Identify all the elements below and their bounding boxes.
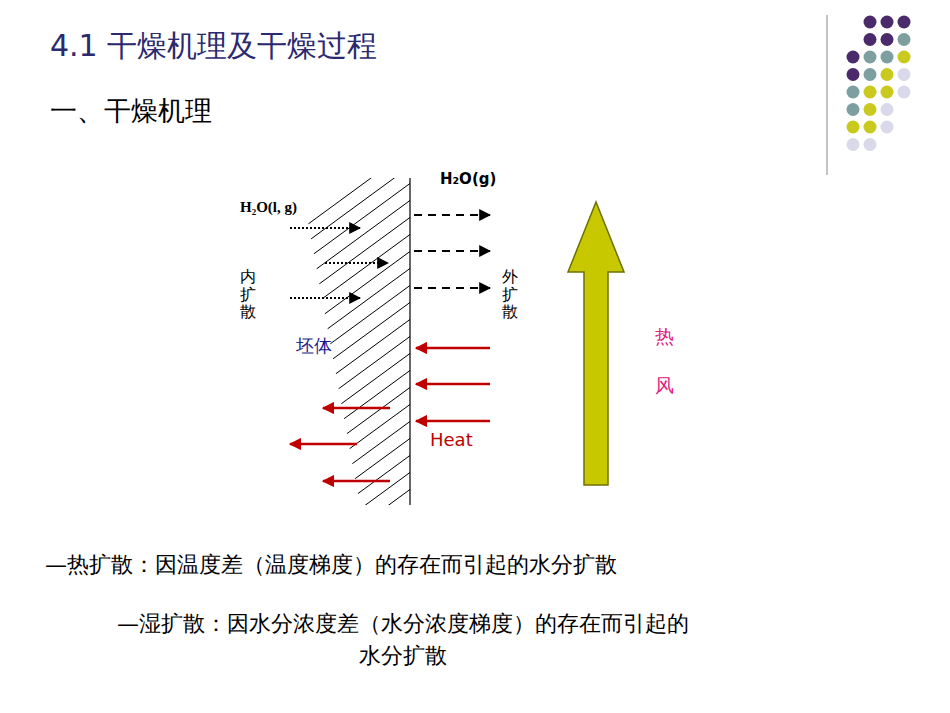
hatch-stroke — [300, 471, 412, 553]
decor-dot — [864, 103, 877, 116]
decor-dot — [864, 51, 877, 64]
liquid-gas-water: H₂O(l, g) — [240, 198, 297, 216]
decor-dot — [881, 51, 894, 64]
decor-dot — [898, 33, 911, 46]
hatch-stroke — [300, 250, 412, 332]
water-vapour: H₂O(g) — [440, 170, 496, 188]
decor-dot — [881, 33, 894, 46]
moisture-diffusion-note: —湿扩散：因水分浓度差（水分浓度梯度）的存在而引起的水分扩散 — [108, 608, 698, 672]
decor-dot — [898, 86, 911, 99]
internal-diffusion-arrows — [290, 228, 388, 298]
heat-arrows — [290, 348, 490, 481]
decor-dot — [898, 68, 911, 81]
decor-dot — [864, 121, 877, 134]
hatch-stroke — [300, 148, 412, 230]
decor-dot — [898, 16, 911, 29]
divider-line — [827, 15, 828, 175]
hatch-stroke — [300, 199, 412, 281]
decor-dot — [864, 16, 877, 29]
wall-surface — [409, 178, 410, 505]
hot-air: 热风 — [655, 312, 674, 411]
thermal-diffusion-note: —热扩散：因温度差（温度梯度）的存在而引起的水分扩散 — [45, 552, 617, 578]
hatch-stroke — [300, 386, 412, 468]
external-diffusion: 外扩散 — [502, 268, 518, 321]
internal-diffusion: 内扩散 — [240, 268, 256, 321]
decor-dot — [881, 68, 894, 81]
decor-dot — [881, 16, 894, 29]
decor-dot — [864, 138, 877, 151]
external-diffusion-arrows — [414, 215, 490, 288]
wall-hatching — [300, 148, 412, 587]
hatch-stroke — [300, 233, 412, 315]
decor-dot — [847, 103, 860, 116]
decor-dot — [864, 68, 877, 81]
decor-dot — [881, 103, 894, 116]
hatch-stroke — [300, 437, 412, 519]
decor-dot — [847, 121, 860, 134]
heat-label: Heat — [430, 429, 473, 451]
hatch-stroke — [300, 420, 412, 502]
decor-dot — [881, 86, 894, 99]
hatch-stroke — [300, 369, 412, 451]
hatch-stroke — [300, 318, 412, 400]
decor-dot — [881, 121, 894, 134]
decor-dot — [847, 51, 860, 64]
hot-air-arrow — [568, 202, 624, 485]
hatch-stroke — [300, 182, 412, 264]
decor-dot — [847, 86, 860, 99]
decor-dots — [847, 16, 911, 152]
slide-title: 4.1 干燥机理及干燥过程 — [50, 28, 377, 64]
section-heading: 一、干燥机理 — [50, 95, 212, 127]
hatch-stroke — [300, 165, 412, 247]
green-body: 坯体 — [296, 335, 332, 357]
decor-dot — [847, 138, 860, 151]
decor-dot — [898, 51, 911, 64]
decor-dot — [864, 33, 877, 46]
decor-dot — [864, 86, 877, 99]
decor-dot — [847, 68, 860, 81]
hatch-stroke — [300, 454, 412, 536]
hatch-stroke — [300, 352, 412, 434]
